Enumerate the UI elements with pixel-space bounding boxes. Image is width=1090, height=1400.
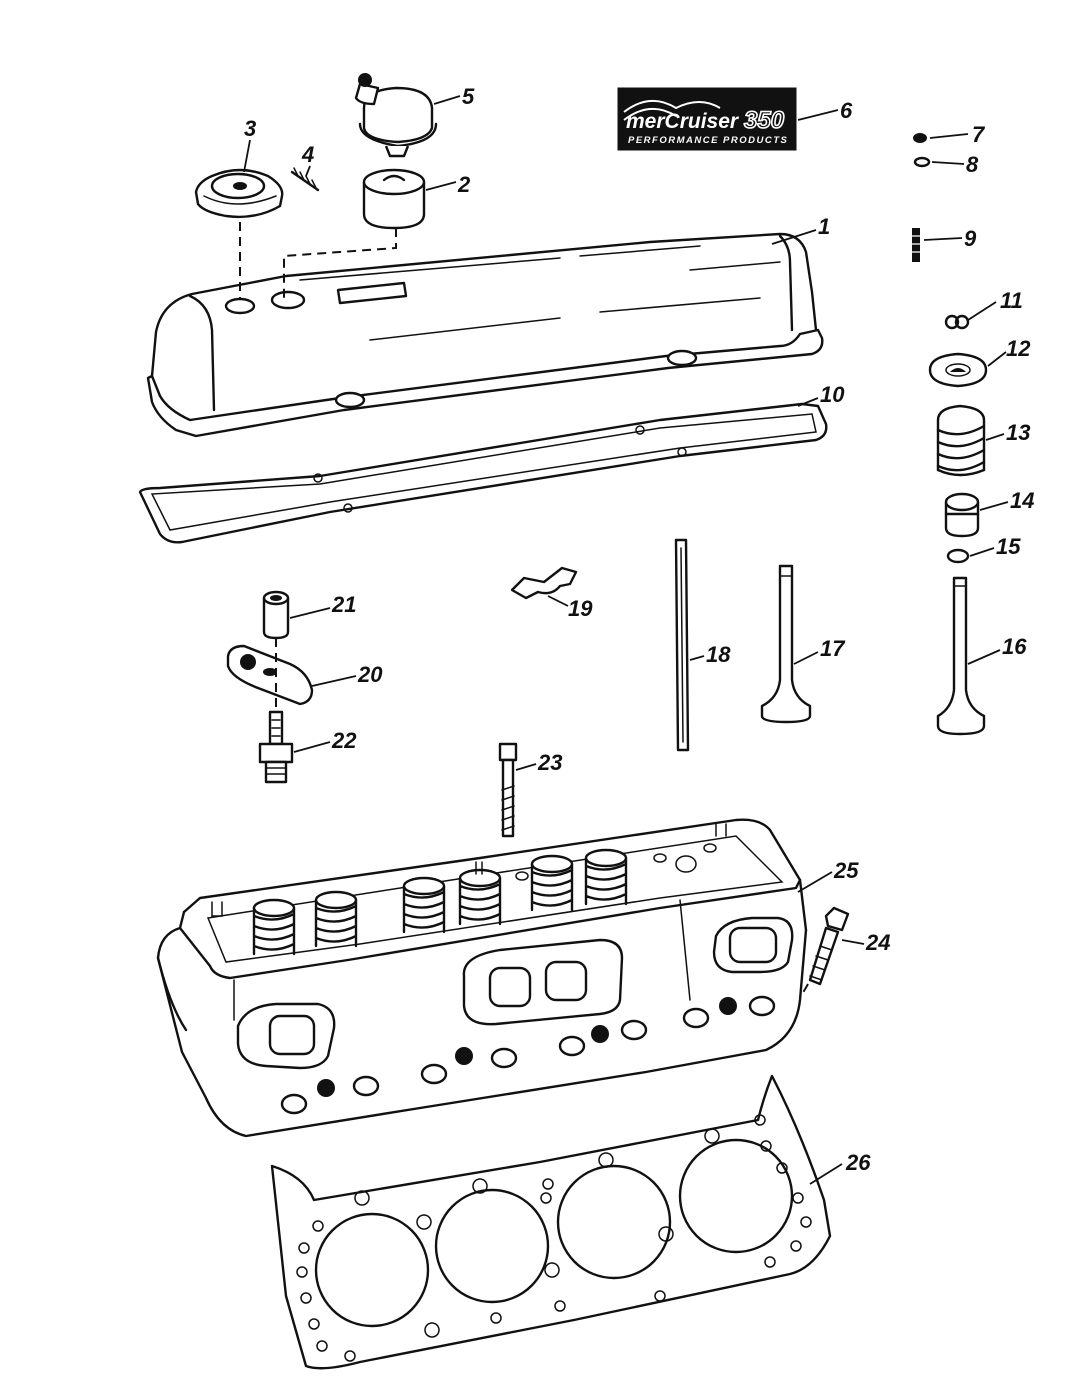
cylinder-head-drawing — [156, 818, 808, 1138]
callout-9: 9 — [964, 226, 977, 251]
callout-leader-lines — [243, 95, 1009, 1185]
callout-19: 19 — [568, 596, 593, 621]
breather-drawing — [354, 73, 438, 158]
head-bolt-long-drawing — [498, 742, 518, 838]
callout-26: 26 — [845, 1150, 871, 1175]
callout-22: 22 — [331, 728, 357, 753]
callout-20: 20 — [357, 662, 383, 687]
callout-3: 3 — [244, 116, 256, 141]
decal-drawing: merCruiser 350 PERFORMANCE PRODUCTS — [617, 87, 797, 151]
callout-21: 21 — [331, 592, 356, 617]
callout-14: 14 — [1010, 488, 1034, 513]
callout-23: 23 — [537, 750, 562, 775]
push-rod-guide-drawing — [510, 566, 578, 600]
gasket-bolt-holes — [296, 1114, 812, 1362]
callout-16: 16 — [1002, 634, 1027, 659]
grommet-alignment-line — [283, 228, 397, 298]
spring-retainer-drawing — [928, 352, 988, 388]
callout-2: 2 — [457, 172, 471, 197]
head-bolt-short-drawing — [808, 906, 850, 986]
o-ring-seal-drawing — [946, 548, 970, 564]
valve-keeper-drawing — [944, 314, 970, 330]
rocker-arm-stud-drawing — [258, 710, 294, 784]
callout-8: 8 — [966, 152, 979, 177]
callout-5: 5 — [462, 84, 475, 109]
head-valve-springs — [252, 848, 628, 956]
push-rod-drawing — [674, 538, 690, 752]
valve-cover-gasket-drawing — [138, 402, 828, 544]
head-gasket-drawing — [270, 1074, 832, 1370]
valve-spring-drawing — [936, 404, 986, 477]
rocker-arm-nut-drawing — [262, 590, 290, 640]
bolt-alignment-line — [799, 983, 809, 999]
rocker-arm-drawing — [226, 644, 314, 706]
intake-valve-drawing — [936, 576, 986, 736]
stud-drawing — [910, 228, 922, 262]
callout-13: 13 — [1006, 420, 1030, 445]
hose-fitting-drawing — [290, 167, 320, 192]
oil-filler-cap-drawing — [194, 168, 284, 219]
valve-seal-drawing — [944, 492, 980, 538]
callout-11: 11 — [1000, 288, 1023, 313]
washer-drawing — [913, 156, 931, 168]
callout-numbers: 1 2 3 4 5 6 7 8 9 10 11 12 13 14 15 16 1… — [244, 84, 1034, 1175]
decal-logo-text: merCruiser — [626, 110, 740, 133]
decal-logo-subtext: PERFORMANCE PRODUCTS — [628, 135, 788, 146]
callout-15: 15 — [996, 534, 1021, 559]
callout-4: 4 — [301, 142, 314, 167]
nut-drawing — [913, 133, 927, 143]
callout-12: 12 — [1006, 336, 1031, 361]
callout-24: 24 — [865, 930, 890, 955]
callout-6: 6 — [840, 98, 853, 123]
callout-1: 1 — [818, 214, 830, 239]
decal-logo-number: 350 — [744, 107, 785, 134]
exhaust-valve-drawing — [760, 564, 812, 724]
callout-10: 10 — [820, 382, 845, 407]
callout-18: 18 — [706, 642, 731, 667]
callout-25: 25 — [833, 858, 859, 883]
valve-cover-drawing — [146, 232, 824, 438]
grommet-drawing — [362, 168, 426, 230]
callout-17: 17 — [820, 636, 846, 661]
callout-7: 7 — [972, 122, 986, 147]
